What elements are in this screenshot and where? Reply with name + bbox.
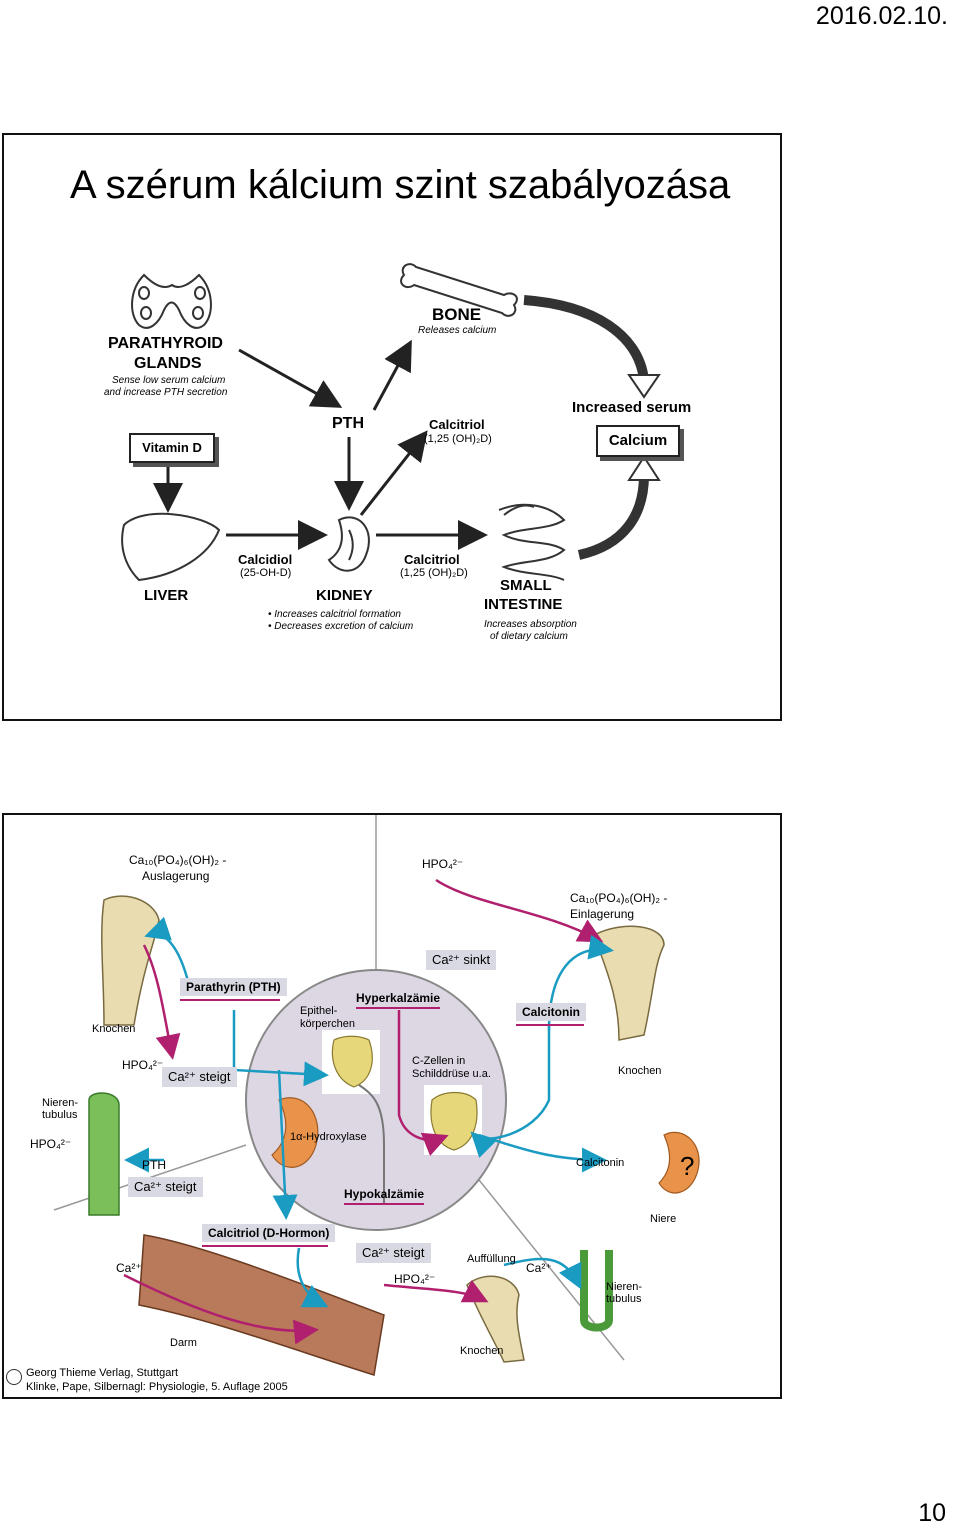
hormone-regulation-diagram [53, 815, 700, 1376]
epithel-line-2: körperchen [300, 1018, 356, 1030]
tubulus-left [88, 1092, 120, 1216]
slide-calcium-regulation: A szérum kálcium szint szabályozása [2, 133, 782, 721]
ca-sinkt-label: Ca²⁺ sinkt [432, 952, 491, 967]
epithel-line-1: Epithel- [300, 1005, 338, 1017]
bone-to-serum-arrow [523, 295, 649, 381]
vitamin-d-label: Vitamin D [142, 440, 202, 455]
ca-steigt-box-3: Ca²⁺ steigt [356, 1243, 431, 1263]
knochen-right: Knochen [618, 1065, 662, 1077]
czellen-line-1: C-Zellen in [412, 1055, 466, 1067]
calcitriol-dhormon-label: Calcitriol (D-Hormon) [208, 1226, 330, 1240]
ca-steigt-3-label: Ca²⁺ steigt [362, 1245, 425, 1260]
auffuellung-label: Auffüllung [467, 1253, 516, 1265]
calcidiol-formula: (25-OH-D) [240, 567, 292, 579]
parathyrin-label: Parathyrin (PTH) [186, 980, 281, 994]
nierentubulus-right-1: Nieren- [606, 1281, 643, 1293]
calcitonin-underline [516, 1024, 584, 1026]
niere-label: Niere [650, 1213, 677, 1225]
nierentubulus-left-2: tubulus [42, 1109, 78, 1121]
kidney-right [658, 1131, 700, 1194]
czellen-line-2: Schilddrüse u.a. [412, 1068, 491, 1080]
calcidiol-name: Calcidiol [238, 552, 293, 567]
parathyroid-glands-illustration [131, 273, 212, 329]
parathyroid-title-2: GLANDS [134, 355, 202, 372]
calcitonin-right: Calcitonin [576, 1157, 625, 1169]
auslagerung-formula: Ca₁₀(PO₄)₆(OH)₂ - [129, 853, 227, 867]
hypokalzaemie-underline [344, 1203, 424, 1205]
bone-desc: Releases calcium [418, 325, 497, 336]
pth-small: PTH [142, 1158, 166, 1172]
calcitriol-top-formula: (1,25 (OH)₂D) [424, 433, 492, 445]
parathyroid-desc-2: and increase PTH secretion [104, 387, 228, 398]
question-mark: ? [680, 1151, 695, 1181]
small-intestine-line-2: INTESTINE [484, 596, 563, 613]
calcitriol-dhormon-box: Calcitriol (D-Hormon) [202, 1224, 336, 1242]
ca-sinkt-box: Ca²⁺ sinkt [426, 950, 497, 970]
knochen-bottom: Knochen [460, 1345, 504, 1357]
einlagerung-label: Einlagerung [570, 907, 635, 921]
parathyrin-box: Parathyrin (PTH) [180, 978, 287, 996]
calcitriol-underline [202, 1245, 328, 1247]
ca-right: Ca²⁺ [526, 1261, 552, 1275]
hydroxylase-label: 1α-Hydroxylase [290, 1131, 367, 1143]
intestine-desc-1: Increases absorption [484, 619, 577, 630]
hypokalzaemie-label: Hypokalzämie [344, 1187, 425, 1201]
calcium-regulation-diagram [121, 263, 661, 582]
intestine-desc-2: of dietary calcium [490, 631, 568, 642]
page-number: 10 [918, 1499, 946, 1527]
hpo4-kidney: HPO₄²⁻ [30, 1137, 72, 1151]
calcium-label: Calcium [608, 432, 668, 449]
liver-illustration [121, 512, 221, 582]
ca-steigt-2-label: Ca²⁺ steigt [134, 1179, 197, 1194]
intestine-darm [138, 1234, 385, 1376]
footer-line-1: Georg Thieme Verlag, Stuttgart [26, 1367, 179, 1379]
parathyroid-desc-1: Sense low serum calcium [112, 375, 226, 386]
hyperkalzaemie-underline [356, 1007, 440, 1009]
nierentubulus-right-2: tubulus [606, 1293, 642, 1305]
parathyroid-title-1: PARATHYROID [108, 335, 223, 352]
slide-calcium-hormones: Ca₁₀(PO₄)₆(OH)₂ - Auslagerung HPO₄²⁻ Ca₁… [2, 813, 782, 1399]
vitamin-d-box: Vitamin D [129, 433, 215, 463]
kidney-illustration [327, 516, 370, 572]
intestine-to-serum-arrow [577, 474, 649, 560]
liver-label: LIVER [144, 587, 189, 604]
einlagerung-formula: Ca₁₀(PO₄)₆(OH)₂ - [570, 891, 668, 905]
hpo4-top: HPO₄²⁻ [422, 857, 464, 871]
bone-top-right [593, 925, 665, 1041]
knochen-left: Knochen [92, 1023, 136, 1035]
pth-label: PTH [332, 415, 364, 432]
slide-title: A szérum kálcium szint szabályozása [70, 163, 731, 207]
bone-illustration [400, 263, 518, 317]
kidney-label: KIDNEY [316, 587, 373, 604]
kidney-bullet-2: • Decreases excretion of calcium [268, 621, 414, 632]
parathyroid-gland [331, 1035, 373, 1088]
calcitonin-box-label: Calcitonin [522, 1005, 581, 1019]
increased-serum-label: Increased serum [572, 399, 692, 416]
calcitonin-box: Calcitonin [516, 1003, 587, 1021]
tubulus-right [580, 1250, 613, 1332]
calcitriol-top-name: Calcitriol [429, 417, 485, 432]
header-date: 2016.02.10. [815, 2, 948, 30]
footer-line-2: Klinke, Pape, Silbernagl: Physiologie, 5… [26, 1381, 288, 1393]
nierentubulus-left-1: Nieren- [42, 1097, 79, 1109]
ca-steigt-box-2: Ca²⁺ steigt [128, 1177, 203, 1197]
calcitriol-bottom-formula: (1,25 (OH)₂D) [400, 567, 468, 579]
kidney-bullet-1: • Increases calcitriol formation [268, 609, 401, 620]
hpo4-left: HPO₄²⁻ [122, 1058, 164, 1072]
thieme-logo [6, 1369, 22, 1385]
bone-title: BONE [432, 305, 482, 324]
auslagerung-label: Auslagerung [142, 869, 210, 883]
small-intestine-line-1: SMALL [500, 577, 552, 594]
parathyrin-underline [180, 999, 280, 1001]
calcium-box: Calcium [596, 425, 680, 457]
intestine-illustration [498, 503, 566, 581]
calcitriol-bottom-name: Calcitriol [404, 552, 460, 567]
darm-label: Darm [170, 1337, 197, 1349]
ca-steigt-1-label: Ca²⁺ steigt [168, 1069, 231, 1084]
hpo4-bottom: HPO₄²⁻ [394, 1272, 436, 1286]
ca-steigt-box-1: Ca²⁺ steigt [162, 1067, 237, 1087]
hyperkalzaemie-label: Hyperkalzämie [356, 991, 441, 1005]
ca-left: Ca²⁺ [116, 1261, 142, 1275]
